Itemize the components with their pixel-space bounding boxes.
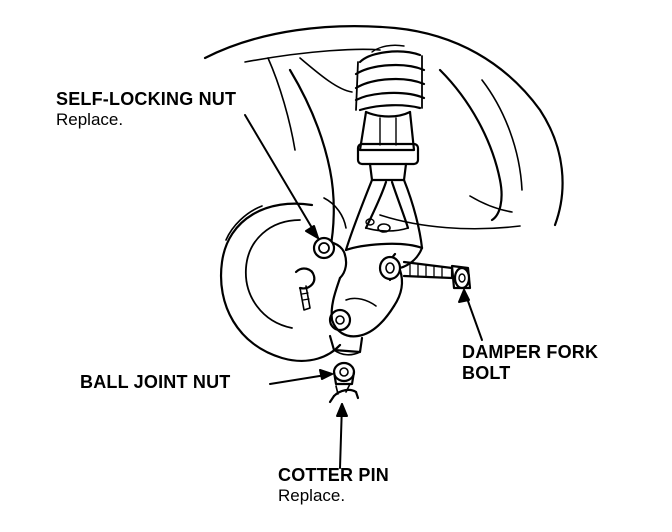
caliper-bolt [294,267,316,311]
self-locking-nut-note: Replace. [56,110,124,130]
self-locking-nut-part [312,236,336,260]
coil-spring [354,44,426,112]
arrow-self-locking-nut [244,114,319,239]
cotter-pin-title: COTTER PIN [278,465,390,485]
cotter-pin-note: Replace. [278,486,346,506]
leader-arrows [244,114,483,469]
cotter-pin-part [328,383,360,404]
ball-joint-nut-label: BALL JOINT NUT [80,372,230,393]
fender-outline [203,25,564,252]
self-locking-nut-label: SELF-LOCKING NUT Replace. [56,89,236,130]
brake-disc [219,197,347,362]
self-locking-nut-title: SELF-LOCKING NUT [56,89,237,109]
damper-fork-bolt-label: DAMPER FORK BOLT [462,342,598,384]
damper-fork-bolt-title-line2: BOLT [462,363,511,384]
shock-absorber [356,110,420,182]
cotter-pin-label: COTTER PIN Replace. [278,465,389,506]
damper-fork-bolt-title-line1: DAMPER FORK [462,342,599,362]
ball-joint-nut-title: BALL JOINT NUT [80,372,231,392]
ball-joint-nut-part [332,361,356,386]
ball-joint [328,308,352,332]
damper-fork-bolt-part [378,255,472,290]
